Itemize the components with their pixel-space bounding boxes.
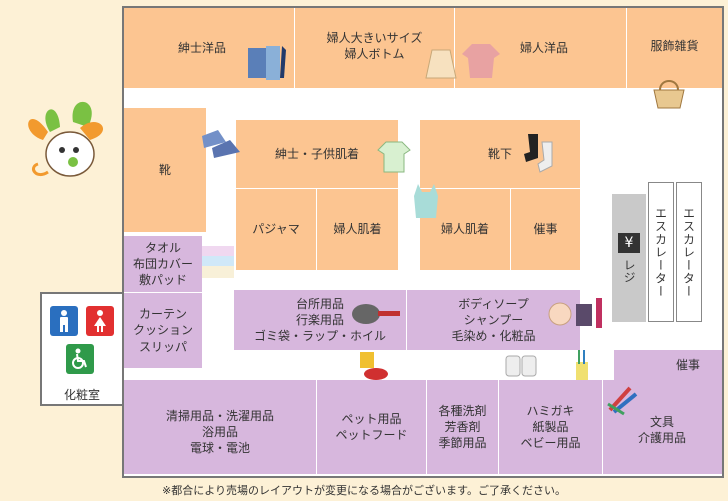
toilet-paper-icon xyxy=(504,350,538,384)
zone-curtains[interactable]: カーテン クッション スリッパ xyxy=(124,292,202,368)
zone-accessories[interactable]: 服飾雑貨 xyxy=(626,8,722,88)
blouse-icon xyxy=(460,42,502,84)
powder-room-label: 化粧室 xyxy=(63,388,100,402)
escalator-a[interactable]: エスカレーター xyxy=(648,182,674,322)
basket-icon xyxy=(652,78,686,114)
layout-change-note: ※都合により売場のレイアウトが変更になる場合がございます。ご了承ください。 xyxy=(162,484,566,497)
zone-event-a[interactable]: 催事 xyxy=(510,188,580,270)
tanktop-icon xyxy=(412,182,440,224)
towel-stack-icon xyxy=(198,240,238,288)
zone-cleaning[interactable]: 清掃用品・洗濯用品 浴用品 電球・電池 xyxy=(124,380,316,474)
zone-detergent[interactable]: 各種洗剤 芳香剤 季節用品 xyxy=(426,380,498,474)
shoes-icon xyxy=(198,126,244,166)
tshirt-icon xyxy=(376,140,412,178)
zone-socks[interactable]: 靴下 xyxy=(420,120,580,188)
pens-icon xyxy=(606,384,640,420)
socks-icon xyxy=(522,132,558,180)
cosmetics-icon xyxy=(546,296,606,336)
zone-towels[interactable]: タオル 布団カバー 敷パッド xyxy=(124,236,202,292)
register-label: レジ xyxy=(622,259,637,283)
frying-pan-icon xyxy=(350,300,402,330)
zone-kitchen[interactable]: 台所用品 行楽用品 ゴミ袋・ラップ・ホイル xyxy=(234,290,406,350)
zone-body-care[interactable]: ボディソープ シャンプー 毛染め・化粧品 xyxy=(406,290,580,350)
register[interactable]: ¥ レジ xyxy=(612,194,646,322)
mascot-left-icon xyxy=(18,92,118,192)
shirt-tie-icon xyxy=(246,42,290,88)
womens-restroom-icon xyxy=(86,306,114,336)
zone-underwear-men-kids[interactable]: 紳士・子供肌着 xyxy=(236,120,398,188)
accessible-restroom-icon xyxy=(66,344,94,374)
pet-food-icon xyxy=(356,350,390,386)
yen-sign: ¥ xyxy=(618,233,640,253)
zone-pet[interactable]: ペット用品 ペットフード xyxy=(316,380,426,474)
escalator-b[interactable]: エスカレーター xyxy=(676,182,702,322)
zone-womens-underwear-a[interactable]: 婦人肌着 xyxy=(316,188,398,270)
zone-pajamas[interactable]: パジャマ xyxy=(236,188,316,270)
mens-restroom-icon xyxy=(50,306,78,336)
zone-shoes[interactable]: 靴 xyxy=(124,108,206,232)
toothbrush-icon xyxy=(572,350,592,386)
zone-toothpaste[interactable]: ハミガキ 紙製品 ベビー用品 xyxy=(498,380,602,474)
zone-event-b[interactable]: 催事 xyxy=(614,350,722,380)
skirt-icon xyxy=(424,48,458,84)
